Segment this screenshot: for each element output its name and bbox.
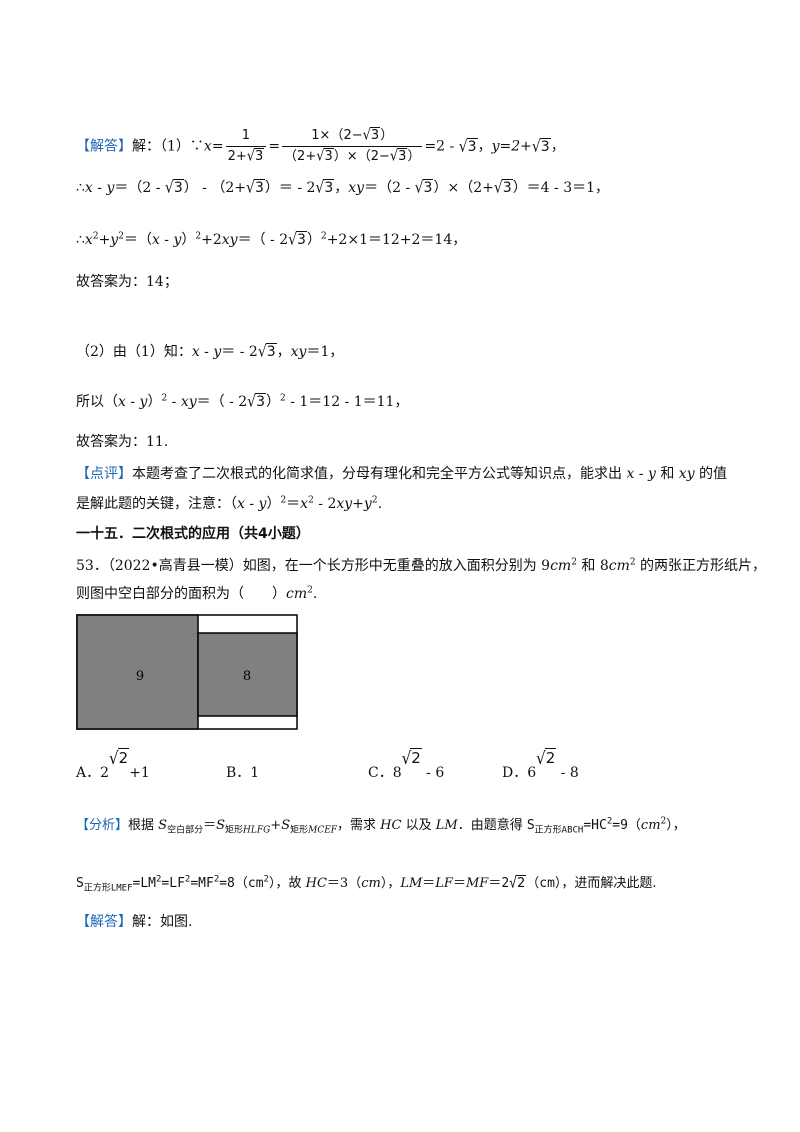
fraction-2: 1×（2−√3）（2+√3）×（2−√3） [282,126,423,166]
square-9-label: 9 [136,669,144,684]
option-a[interactable]: A．2√2+1 [76,747,150,781]
option-c[interactable]: C．8√2 - 6 [368,747,445,781]
answer-line-14: 故答案为：14； [76,274,178,290]
review-line-1: 【点评】本题考查了二次根式的化简求值，分母有理化和完全平方公式等知识点，能求出 … [76,466,728,482]
solution-line-3: ∴x2+y2＝（x - y）2+2xy＝（ - 2√3）2+2×1＝12+2＝1… [76,230,467,250]
squares-figure: 9 8 [76,614,298,730]
answer-line-11: 故答案为：11. [76,434,169,450]
review-tag: 【点评】 [76,466,132,482]
option-b[interactable]: B．1 [226,765,260,781]
analysis-line-2: S正方形LMEF=LM2=LF2=MF2=8（cm2），故 HC＝3（cm），L… [76,874,657,894]
analysis-line-1: 【分析】根据 S空白部分＝S矩形HLFG+S矩形MCEF，需求 HC 以及 LM… [76,816,686,836]
section-heading: 一十五．二次根式的应用（共4小题） [76,526,310,542]
square-8-label: 8 [243,669,251,684]
option-d[interactable]: D．6√2 - 8 [502,747,579,781]
sqrt-symbol: √3 [246,147,265,166]
square-8 [197,632,298,717]
answer-tag: 【解答】 [76,138,132,155]
solution-line-5: （2）由（1）知：x - y＝ - 2√3，xy＝1， [76,342,344,362]
final-solution-line: 【解答】解：如图. [76,914,193,930]
square-9 [76,614,199,730]
solution-line-2: ∴x - y＝（2 - √3） - （2+√3）＝ - 2√3，xy＝（2 - … [76,178,610,198]
analysis-tag: 【分析】 [76,818,129,833]
question-53-line-1: 53．（2022•高青县一模）如图，在一个长方形中无重叠的放入面积分别为 9cm… [76,557,767,574]
question-53-line-2: 则图中空白部分的面积为（ ）cm2. [76,585,318,602]
review-line-2: 是解此题的关键，注意：（x - y）2＝x2 - 2xy+y2. [76,495,383,512]
solution-line-6: 所以（x - y）2 - xy＝（ - 2√3）2 - 1＝12 - 1＝11， [76,392,409,412]
